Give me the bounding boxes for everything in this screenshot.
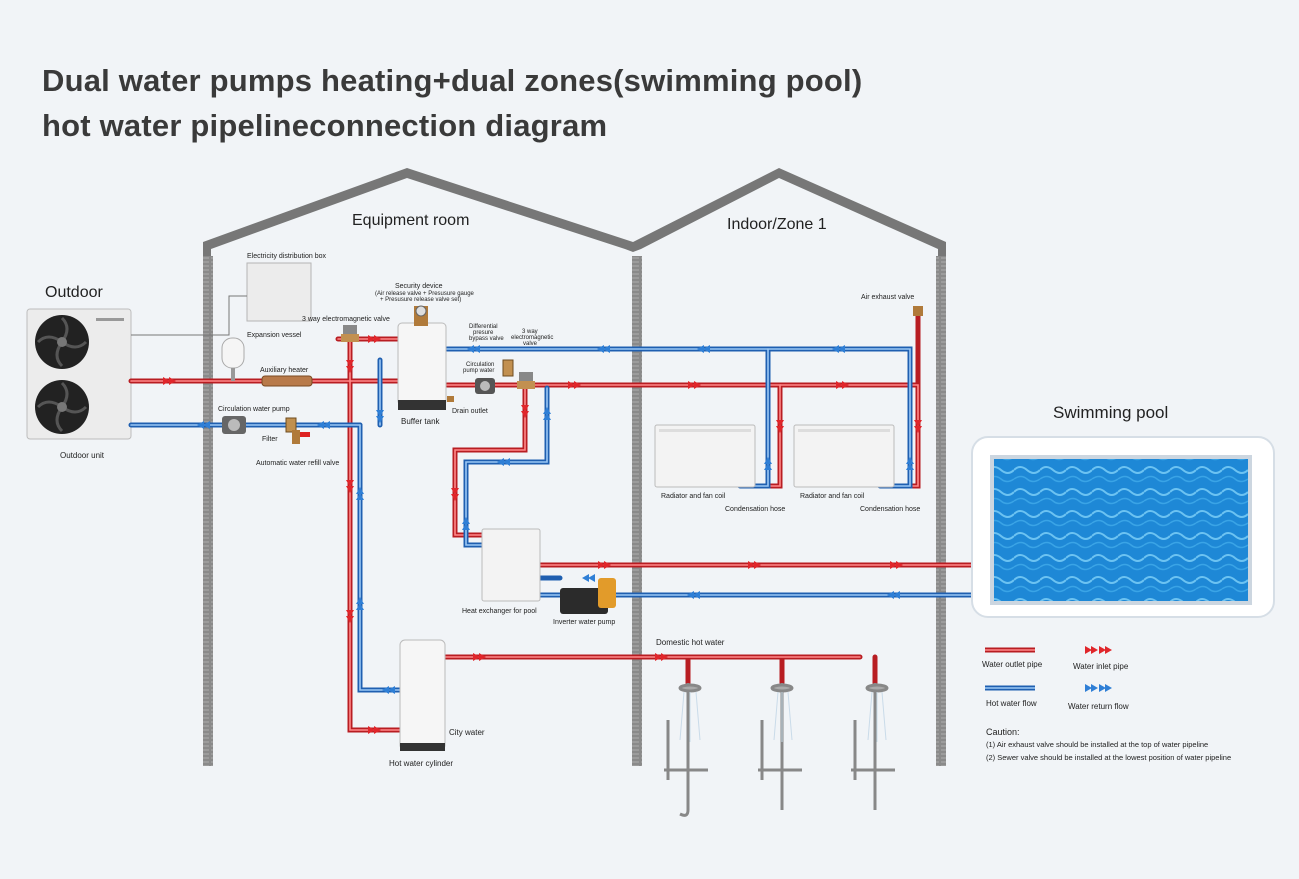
circulation-pump-2: [475, 378, 495, 394]
radiator-fan-coil-1: [654, 424, 756, 488]
bypass-valve-label-2: presure: [473, 330, 494, 336]
swimming-pool: [971, 436, 1275, 618]
swimming-pool-label: Swimming pool: [1053, 403, 1168, 422]
three-way-valve2-label-2: electromagnetic: [511, 335, 553, 341]
outdoor-unit: [26, 308, 132, 440]
domestic-hot-water-label: Domestic hot water: [656, 638, 725, 647]
refill-valve-label: Automatic water refill valve: [256, 460, 339, 467]
security-device-detail-1: (Air release valve + Presusure gauge: [375, 291, 475, 297]
cold-flow-arrows: [197, 345, 914, 694]
three-way-valve-1-label: 3 way electromagnetic valve: [302, 316, 390, 323]
condensation-2-label: Condensation hose: [860, 506, 920, 513]
outdoor-unit-label: Outdoor unit: [60, 451, 105, 460]
city-water-label: City water: [449, 728, 485, 737]
shower-1: [664, 683, 708, 817]
title-line-2: hot water pipelineconnection diagram: [42, 108, 608, 143]
three-way-valve-2: [517, 372, 535, 389]
circ-pump2-label-1: Circulation: [466, 362, 494, 368]
shower-3: [851, 683, 895, 810]
hot-flow-arrows: [163, 335, 922, 734]
condensation-1-label: Condensation hose: [725, 506, 785, 513]
three-way-valve2-label-3: valve: [523, 341, 538, 347]
bypass-valve-label-1: Differential: [469, 324, 498, 330]
electricity-box-label: Electricity distribution box: [247, 253, 326, 260]
legend-inlet-pipe: Water inlet pipe: [1073, 646, 1129, 671]
shower-2: [758, 683, 802, 810]
expansion-vessel-label: Expansion vessel: [247, 332, 302, 339]
filter: [285, 417, 297, 433]
legend-hot-flow: Hot water flow: [985, 685, 1037, 708]
building-walls: [203, 168, 946, 766]
hot-water-cylinder: [399, 639, 446, 751]
caution-notes: Caution: (1) Air exhaust valve should be…: [986, 727, 1231, 762]
legend-return-label: Water return flow: [1068, 702, 1129, 711]
hot-water-cylinder-label: Hot water cylinder: [389, 759, 453, 768]
three-way-valve2-label-1: 3 way: [522, 329, 538, 335]
electricity-distribution-box: [131, 262, 312, 336]
bypass-valve: [502, 359, 514, 377]
auxiliary-heater-label: Auxiliary heater: [260, 367, 309, 374]
inverter-pump-label: Inverter water pump: [553, 619, 615, 626]
drain-outlet-label: Drain outlet: [452, 408, 488, 415]
radiator-2-label: Radiator and fan coil: [800, 493, 865, 500]
security-device-detail-2: + Presusure release valve set): [380, 297, 461, 303]
heat-exchanger: [481, 528, 541, 602]
radiator-1-label: Radiator and fan coil: [661, 493, 726, 500]
legend-return-flow: Water return flow: [1068, 684, 1129, 711]
legend: Water outlet pipe Water inlet pipe Hot w…: [982, 646, 1129, 711]
expansion-vessel: [221, 337, 245, 381]
radiator-fan-coil-2: [793, 424, 895, 488]
air-exhaust-label: Air exhaust valve: [861, 294, 914, 301]
title-line-1: Dual water pumps heating+dual zones(swim…: [42, 63, 863, 98]
heat-exchanger-label: Heat exchanger for pool: [462, 608, 537, 615]
bypass-valve-label-3: bypass valve: [469, 336, 504, 342]
caution-line-2: (2) Sewer valve should be installed at t…: [986, 753, 1231, 762]
air-exhaust-valve: [913, 306, 923, 316]
shower-spray: [679, 691, 887, 742]
circulation-pump-label: Circulation water pump: [218, 406, 290, 413]
equipment-room-label: Equipment room: [352, 212, 469, 229]
legend-outlet-pipe: Water outlet pipe: [982, 647, 1043, 669]
legend-hot-flow-label: Hot water flow: [986, 699, 1037, 708]
inverter-water-pump: [560, 578, 616, 614]
three-way-valve-1: [341, 325, 359, 342]
indoor-zone1-label: Indoor/Zone 1: [727, 216, 827, 233]
circulation-water-pump: [222, 416, 246, 434]
legend-outlet-label: Water outlet pipe: [982, 660, 1043, 669]
circ-pump2-label-2: pump water: [463, 368, 494, 374]
filter-label: Filter: [262, 436, 278, 443]
hot-pipes: [128, 309, 978, 733]
caution-title: Caution:: [986, 727, 1020, 737]
automatic-refill-valve: [292, 430, 310, 444]
cold-pipes: [128, 346, 978, 693]
buffer-tank: [397, 305, 447, 410]
auxiliary-heater: [261, 375, 313, 387]
security-device-label: Security device: [395, 283, 443, 290]
caution-line-1: (1) Air exhaust valve should be installe…: [986, 740, 1208, 749]
outdoor-label: Outdoor: [45, 284, 103, 301]
buffer-tank-label: Buffer tank: [401, 417, 441, 426]
drain-outlet: [447, 396, 454, 402]
legend-inlet-label: Water inlet pipe: [1073, 662, 1129, 671]
